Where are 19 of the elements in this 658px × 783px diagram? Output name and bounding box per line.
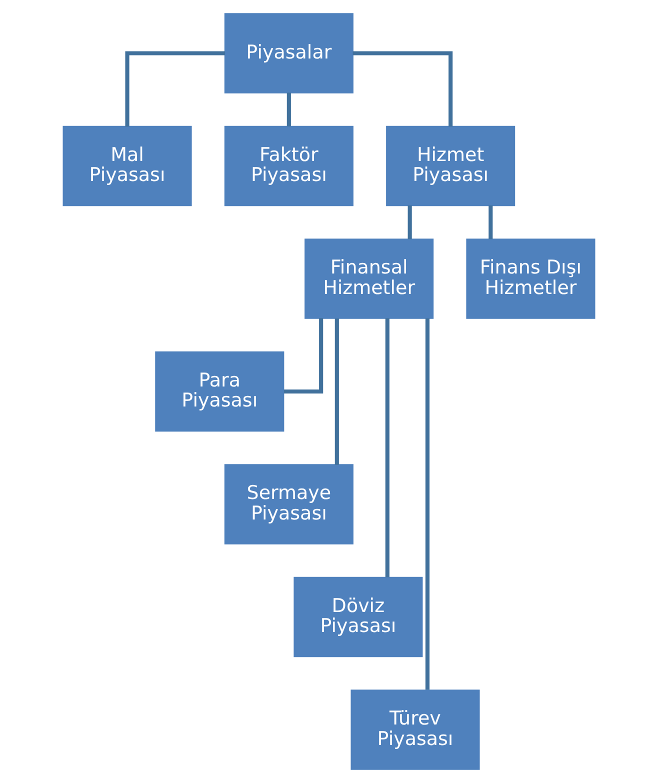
connector (385, 318, 390, 578)
node-box: Para Piyasası (155, 351, 284, 432)
node-box: Hizmet Piyasası (386, 126, 516, 206)
connector (408, 205, 412, 240)
connector (286, 92, 291, 126)
connector (334, 318, 339, 465)
connector (125, 51, 226, 127)
node-box: Finansal Hizmetler (304, 238, 434, 319)
node-box: Türev Piyasası (350, 690, 480, 770)
node-box: Finans Dışı Hizmetler (466, 238, 596, 319)
connector (488, 205, 493, 240)
node-box: Mal Piyasası (62, 126, 192, 206)
node-box: Döviz Piyasası (294, 576, 423, 658)
connector (284, 318, 324, 394)
connector (425, 318, 430, 690)
node-box: Piyasalar (224, 13, 354, 94)
connector (352, 51, 453, 127)
node-box: Faktör Piyasası (224, 126, 354, 206)
node-box: Sermaye Piyasası (224, 464, 354, 544)
